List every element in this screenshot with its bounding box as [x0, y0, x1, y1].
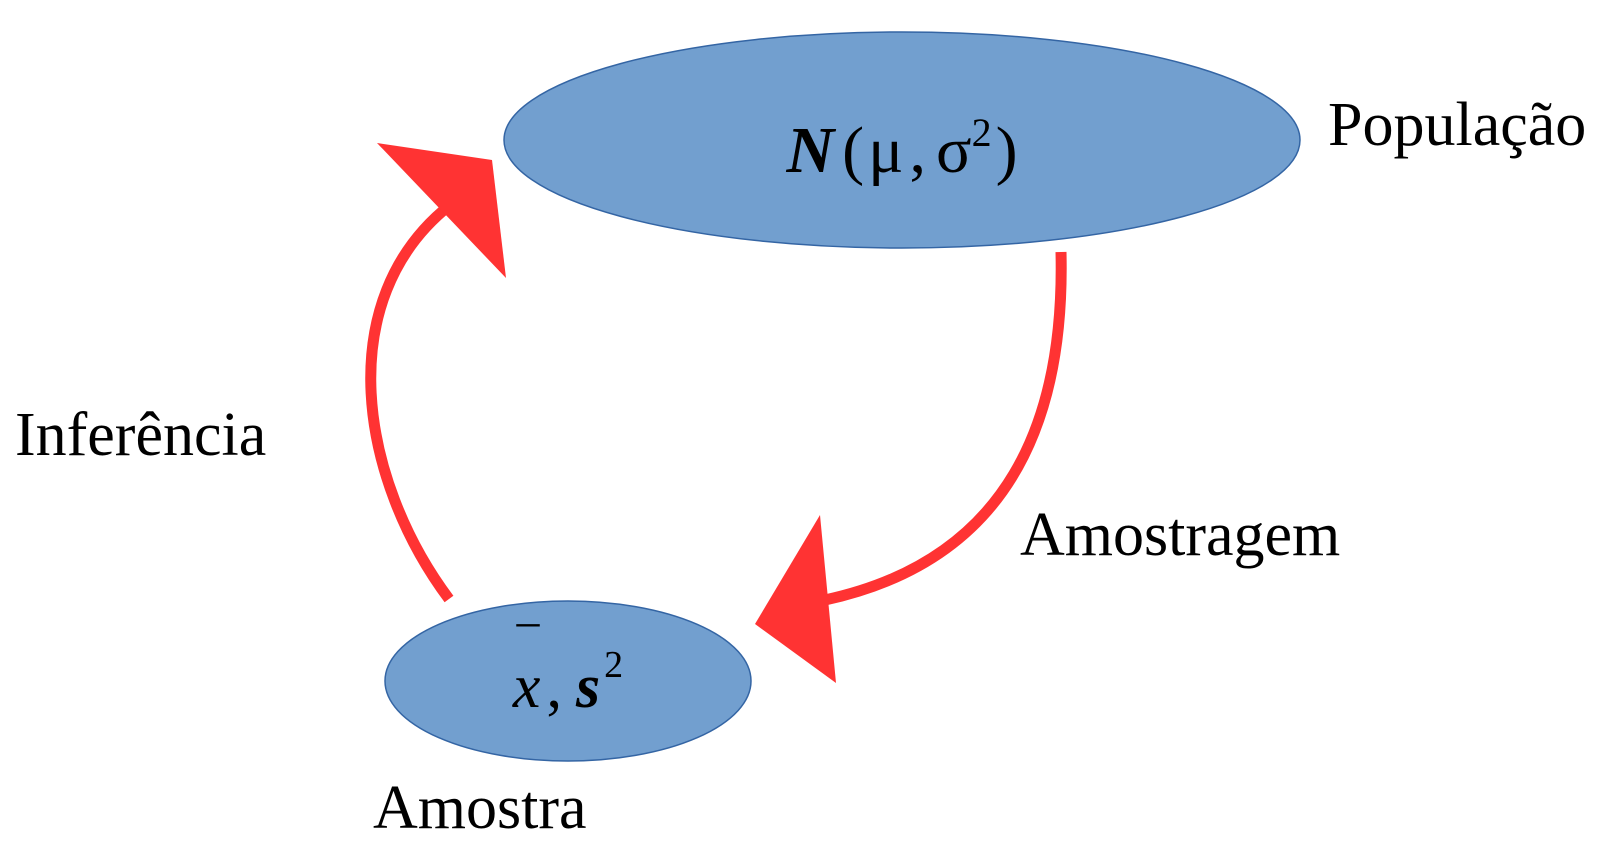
population-open-paren: ( — [842, 114, 864, 187]
inference-arrow-shaft — [365, 200, 454, 603]
population-mean-symbol: μ — [868, 114, 903, 187]
sample-s-symbol: s — [575, 653, 600, 721]
population-close-paren: ) — [996, 114, 1018, 187]
inference-arrow-head — [377, 143, 506, 278]
sample-comma: , — [546, 653, 562, 721]
sample-s-exponent: 2 — [604, 644, 623, 686]
sampling-label: Amostragem — [1020, 501, 1340, 569]
sample-label: Amostra — [373, 774, 587, 842]
population-ellipse — [503, 31, 1301, 249]
population-symbol-n: N — [785, 114, 836, 187]
population-sigma-symbol: σ — [936, 114, 972, 187]
population-comma: , — [909, 114, 926, 187]
sample-ellipse — [384, 600, 752, 762]
sample-mean-symbol: x — [512, 653, 541, 721]
sampling-arrow-head — [755, 515, 836, 683]
population-label: População — [1328, 91, 1586, 159]
population-formula: N(μ,σ2) — [785, 110, 1017, 187]
inference-label: Inferência — [15, 401, 266, 469]
sample-mean-bar: ‾ — [516, 619, 540, 685]
sampling-arrow-shaft — [823, 251, 1067, 606]
population-sigma-exponent: 2 — [972, 110, 992, 155]
